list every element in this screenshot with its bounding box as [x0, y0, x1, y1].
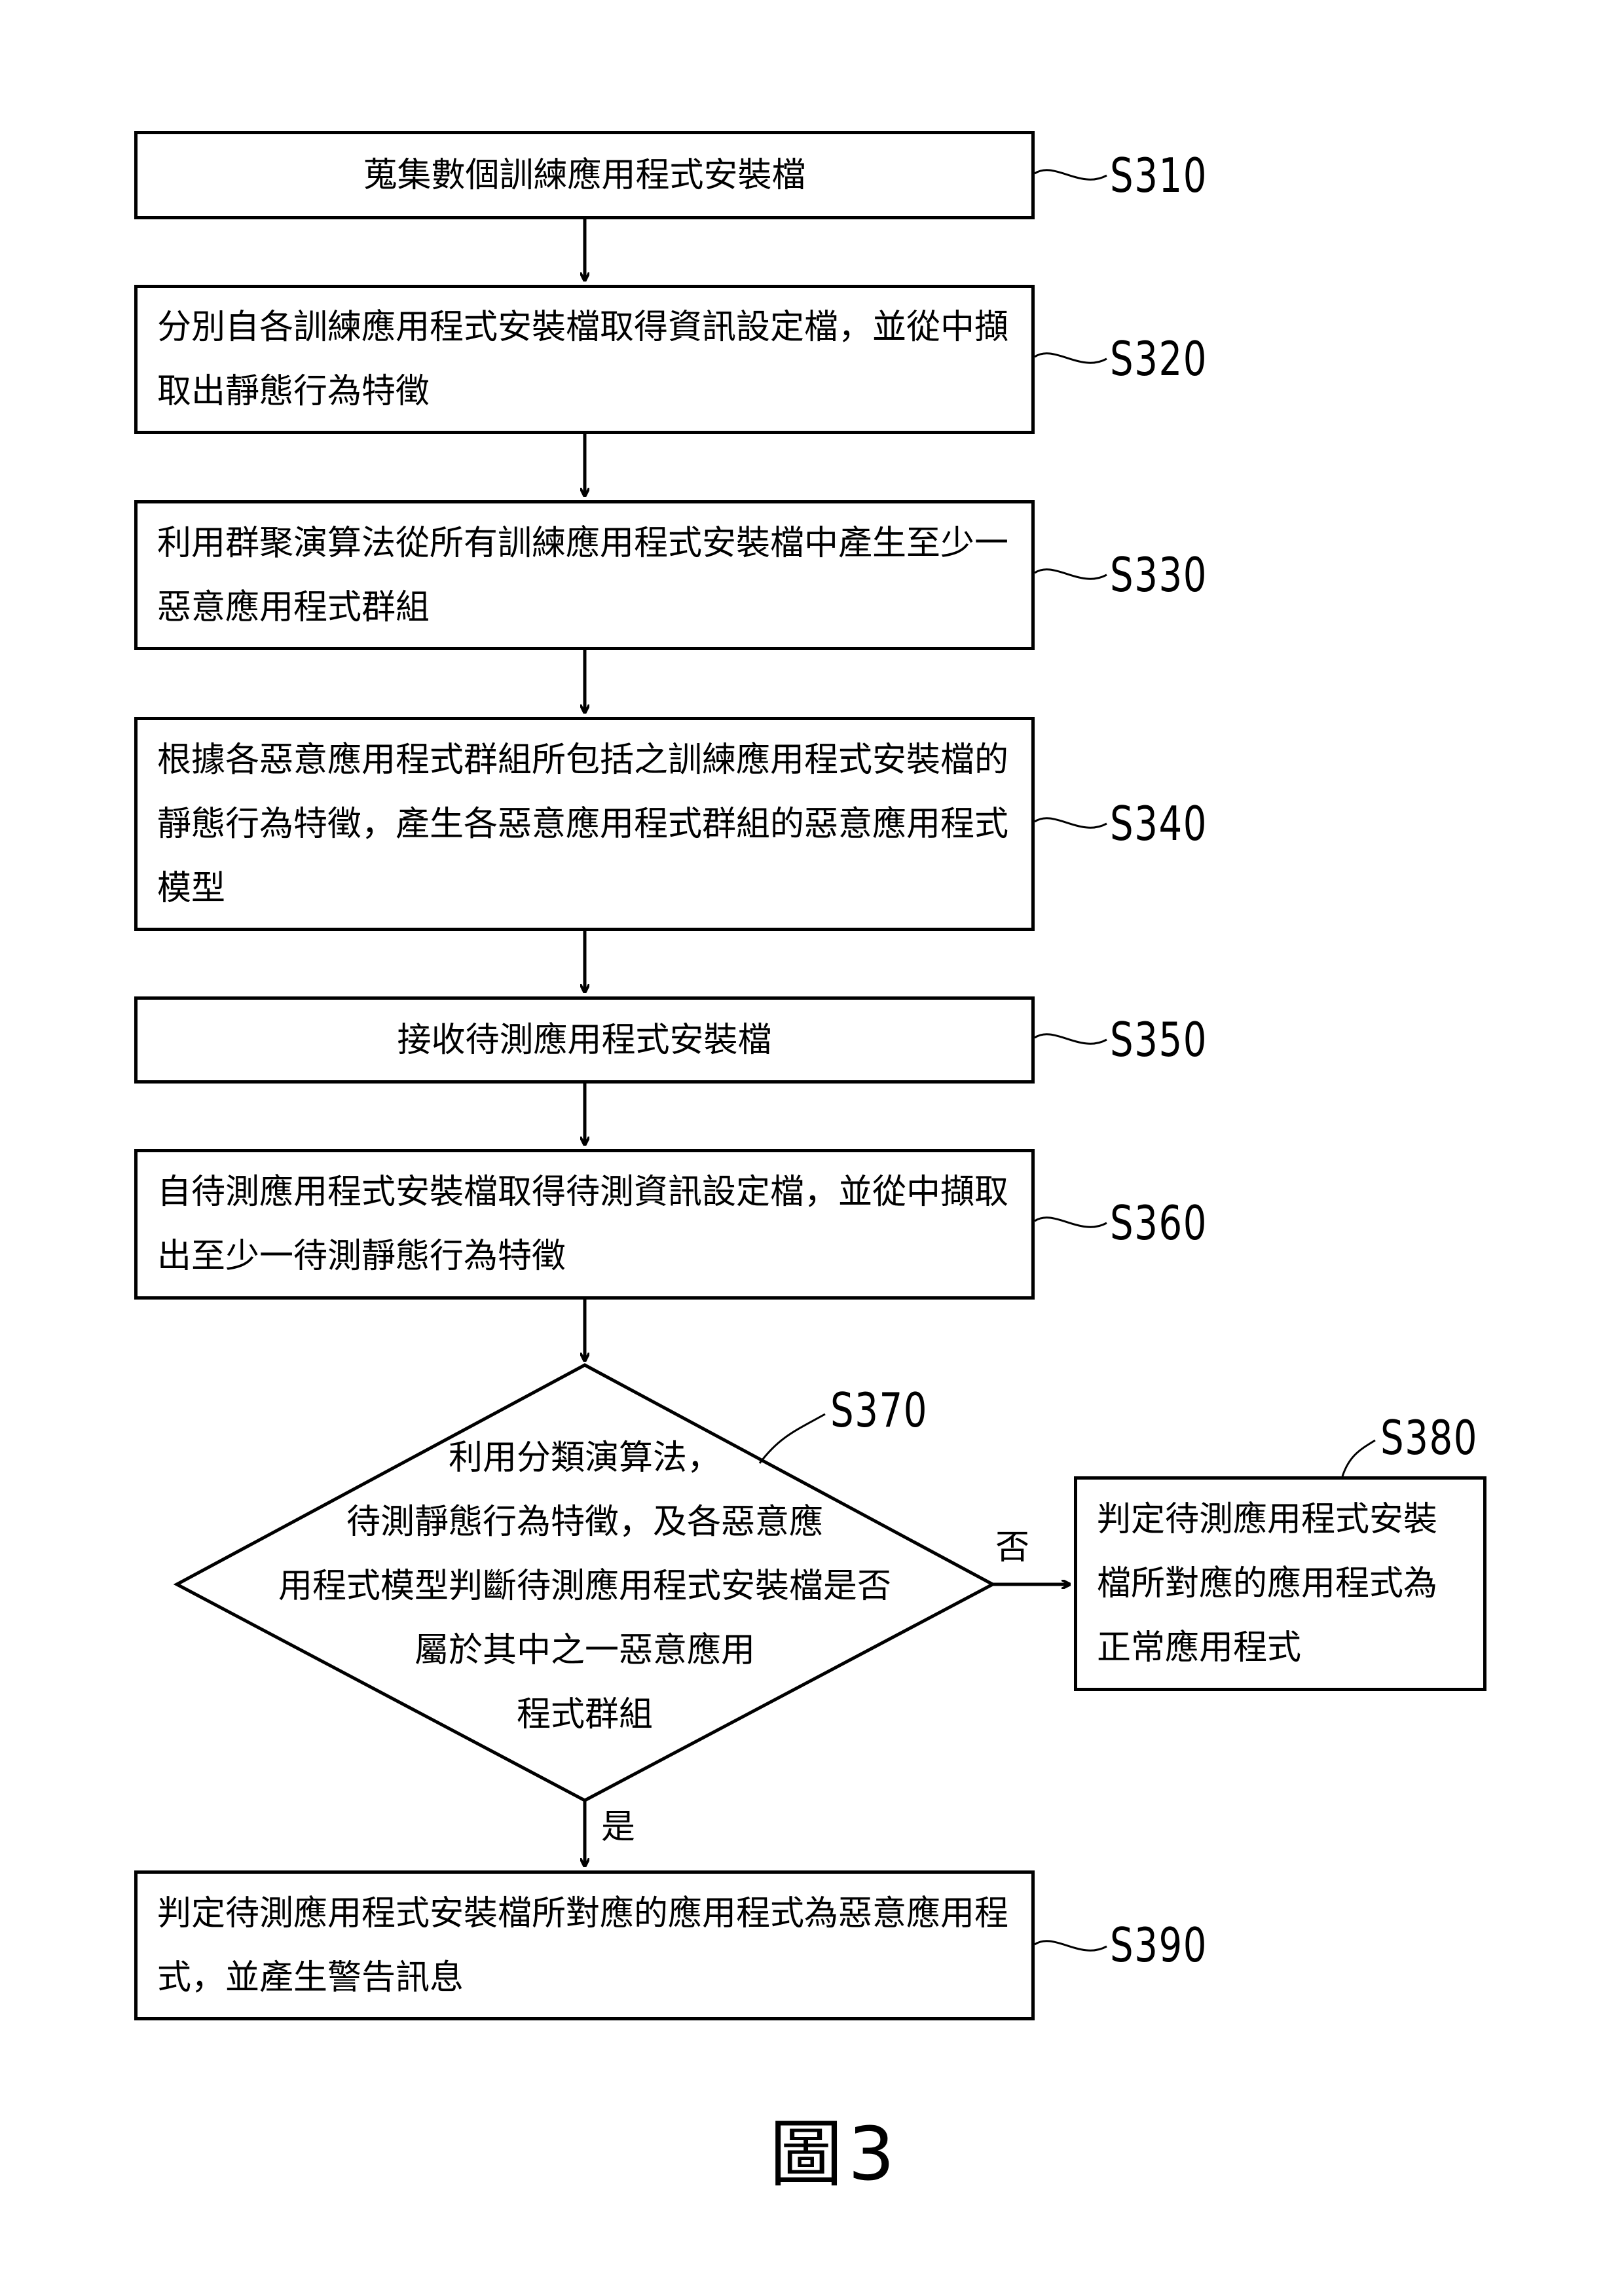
step-s390-label: S390 — [1110, 1918, 1208, 1973]
step-s360-box: 自待測應用程式安裝檔取得待測資訊設定檔，並從中擷取出至少一待測靜態行為特徵 — [134, 1149, 1035, 1300]
step-s330-text: 利用群聚演算法從所有訓練應用程式安裝檔中產生至少一惡意應用程式群組 — [157, 523, 1009, 627]
leader-s320 — [1034, 352, 1107, 364]
decision-line-5: 程式群組 — [516, 1695, 653, 1734]
leader-s340 — [1034, 817, 1107, 829]
step-s340-box: 根據各惡意應用程式群組所包括之訓練應用程式安裝檔的靜態行為特徵，產生各惡意應用程… — [134, 717, 1035, 931]
decision-s370-text: 利用分類演算法， 待測靜態行為特徵，及各惡意應 用程式模型判斷待測應用程式安裝檔… — [196, 1426, 973, 1747]
step-s380-text: 判定待測應用程式安裝檔所對應的應用程式為正常應用程式 — [1097, 1500, 1438, 1667]
step-s330-box: 利用群聚演算法從所有訓練應用程式安裝檔中產生至少一惡意應用程式群組 — [134, 500, 1035, 650]
step-s340-label: S340 — [1110, 796, 1208, 851]
step-s390-box: 判定待測應用程式安裝檔所對應的應用程式為惡意應用程式，並產生警告訊息 — [134, 1870, 1035, 2020]
leader-s360 — [1034, 1216, 1107, 1228]
step-s330-label: S330 — [1110, 547, 1208, 602]
step-s350-box: 接收待測應用程式安裝檔 — [134, 996, 1035, 1084]
decision-line-3: 用程式模型判斷待測應用程式安裝檔是否 — [278, 1567, 891, 1606]
leader-s310 — [1034, 169, 1107, 181]
branch-no-label: 否 — [995, 1528, 1030, 1567]
decision-line-1: 利用分類演算法， — [448, 1438, 721, 1478]
leader-s390 — [1034, 1940, 1107, 1952]
step-s380-box: 判定待測應用程式安裝檔所對應的應用程式為正常應用程式 — [1074, 1476, 1486, 1691]
leader-s370 — [758, 1413, 826, 1464]
decision-diamond — [173, 1363, 997, 1802]
step-s310-box: 蒐集數個訓練應用程式安裝檔 — [134, 131, 1035, 219]
step-s380-label: S380 — [1380, 1410, 1479, 1465]
figure-label: 圖3 — [769, 2112, 900, 2197]
step-s320-label: S320 — [1110, 331, 1208, 386]
step-s320-box: 分別自各訓練應用程式安裝檔取得資訊設定檔，並從中擷取出靜態行為特徵 — [134, 285, 1035, 434]
decision-line-4: 屬於其中之一惡意應用 — [414, 1631, 755, 1670]
branch-yes-label: 是 — [601, 1808, 636, 1847]
step-s350-label: S350 — [1110, 1012, 1208, 1067]
leader-s350 — [1034, 1033, 1107, 1045]
step-s340-text: 根據各惡意應用程式群組所包括之訓練應用程式安裝檔的靜態行為特徵，產生各惡意應用程… — [157, 740, 1009, 908]
leader-s330 — [1034, 568, 1107, 580]
decision-line-2: 待測靜態行為特徵，及各惡意應 — [346, 1503, 823, 1542]
step-s310-text: 蒐集數個訓練應用程式安裝檔 — [363, 155, 806, 195]
step-s390-text: 判定待測應用程式安裝檔所對應的應用程式為惡意應用程式，並產生警告訊息 — [157, 1893, 1009, 1997]
step-s320-text: 分別自各訓練應用程式安裝檔取得資訊設定檔，並從中擷取出靜態行為特徵 — [157, 308, 1009, 411]
step-s360-label: S360 — [1110, 1195, 1208, 1250]
step-s310-label: S310 — [1110, 148, 1208, 203]
step-s350-text: 接收待測應用程式安裝檔 — [397, 1020, 772, 1060]
step-s360-text: 自待測應用程式安裝檔取得待測資訊設定檔，並從中擷取出至少一待測靜態行為特徵 — [157, 1173, 1009, 1276]
step-s370-label: S370 — [830, 1383, 929, 1438]
leader-s380 — [1341, 1439, 1376, 1477]
